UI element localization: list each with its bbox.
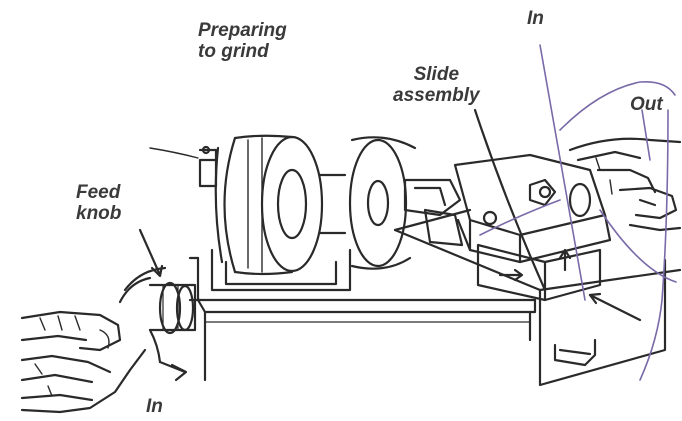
slide-arrows <box>558 248 642 322</box>
workbench <box>188 256 537 382</box>
label-preparing-line1: Preparing <box>198 20 287 41</box>
label-in-top: In <box>527 8 544 29</box>
label-feed-line1: Feed <box>76 182 121 203</box>
right-hand <box>568 137 682 232</box>
feed-knob <box>118 228 202 382</box>
label-preparing: Preparing to grind <box>198 20 287 62</box>
label-slide-line1: Slide <box>413 64 460 85</box>
slide-assembly <box>403 153 612 264</box>
pen-marks <box>479 44 677 381</box>
label-out: Out <box>630 94 663 115</box>
left-hand <box>20 310 147 414</box>
grinder-motor <box>198 134 324 276</box>
label-in-bottom: In <box>146 396 163 417</box>
grinding-wheel <box>318 136 417 270</box>
motor-base <box>210 248 352 292</box>
slide-table <box>393 208 682 387</box>
leader-lines <box>149 108 547 292</box>
label-feed-knob: Feed knob <box>76 182 121 224</box>
label-slide-assembly: Slide assembly <box>393 64 480 106</box>
label-slide-line2: assembly <box>393 85 480 106</box>
label-preparing-line2: to grind <box>198 41 269 62</box>
label-feed-line2: knob <box>76 203 122 224</box>
